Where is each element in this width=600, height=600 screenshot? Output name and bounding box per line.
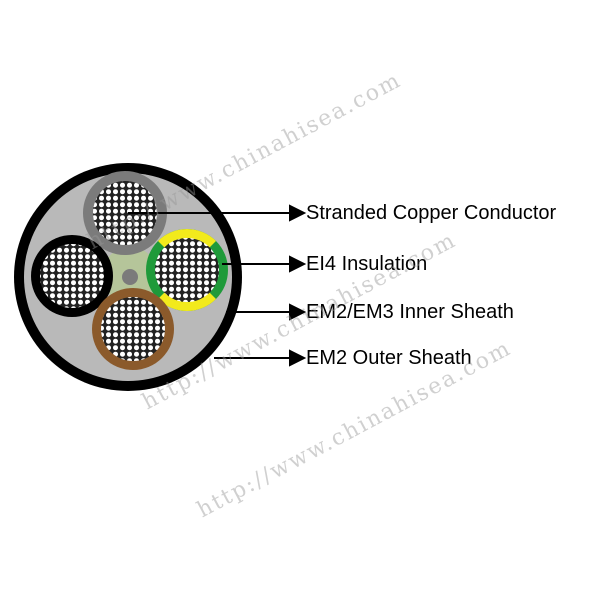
arrow-insulation [222, 255, 307, 273]
core-black-conductor [40, 244, 104, 308]
label-inner-sheath: EM2/EM3 Inner Sheath [306, 301, 514, 323]
arrow-outer-sheath [214, 349, 307, 367]
arrow-conductor [128, 204, 307, 222]
label-stranded-copper-conductor: Stranded Copper Conductor [306, 202, 557, 224]
core-earth-conductor [155, 238, 219, 302]
core-grey-conductor [93, 181, 157, 245]
label-ei4-insulation: EI4 Insulation [306, 253, 428, 275]
center-filler-core [122, 269, 138, 285]
core-brown-conductor [101, 297, 165, 361]
arrow-inner-sheath [226, 303, 307, 321]
label-outer-sheath: EM2 Outer Sheath [306, 347, 472, 369]
